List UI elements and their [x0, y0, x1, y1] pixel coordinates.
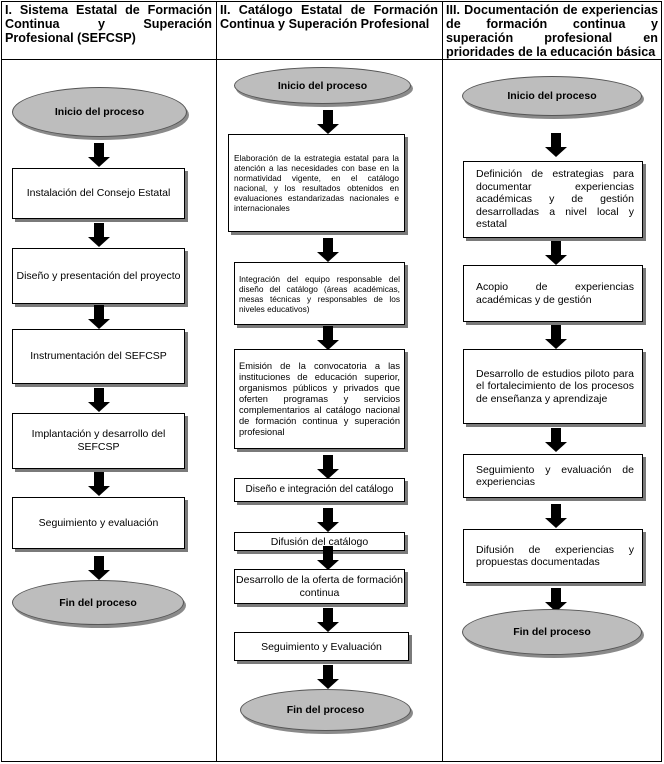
down-arrow-icon	[545, 588, 567, 612]
down-arrow-icon	[317, 326, 339, 350]
down-arrow-icon	[88, 223, 110, 247]
flow-step: Difusión del catálogo	[234, 532, 405, 551]
down-arrow-icon	[317, 508, 339, 532]
flow-step: Seguimiento y evaluación de experiencias	[463, 454, 643, 498]
down-arrow-icon	[317, 110, 339, 134]
column-divider	[216, 1, 217, 762]
flow-step: Difusión de experiencias y propuestas do…	[463, 529, 643, 583]
down-arrow-icon	[545, 428, 567, 452]
flow-step: Integración del equipo responsable del d…	[234, 262, 405, 325]
down-arrow-icon	[545, 133, 567, 157]
down-arrow-icon	[317, 238, 339, 262]
down-arrow-icon	[88, 472, 110, 496]
flow-step: Instrumentación del SEFCSP	[12, 329, 185, 384]
flow-step: Definición de estrategias para documenta…	[463, 161, 643, 238]
flow-step: Acopio de experiencias académicas y de g…	[463, 265, 643, 322]
column-1-header: I. Sistema Estatal de Formación Continua…	[5, 3, 212, 45]
flow-step: Desarrollo de estudios piloto para el fo…	[463, 349, 643, 424]
flow-step: Diseño y presentación del proyecto	[12, 248, 185, 304]
down-arrow-icon	[317, 665, 339, 689]
start-oval: Inicio del proceso	[462, 76, 642, 116]
down-arrow-icon	[88, 143, 110, 167]
column-3-header: III. Documentación de experiencias de fo…	[446, 3, 658, 59]
end-oval: Fin del proceso	[240, 689, 411, 731]
down-arrow-icon	[317, 546, 339, 570]
down-arrow-icon	[545, 241, 567, 265]
flow-step: Diseño e integración del catálogo	[234, 478, 405, 502]
flow-step: Seguimiento y evaluación	[12, 497, 185, 549]
column-2-header: II. Catálogo Estatal de Formación Contin…	[220, 3, 438, 31]
flow-step: Desarrollo de la oferta de formación con…	[234, 569, 405, 604]
end-oval: Fin del proceso	[462, 609, 642, 655]
flow-step: Instalación del Consejo Estatal	[12, 168, 185, 219]
flow-step: Seguimiento y Evaluación	[234, 632, 409, 661]
flow-step: Implantación y desarrollo del SEFCSP	[12, 413, 185, 469]
down-arrow-icon	[317, 608, 339, 632]
down-arrow-icon	[88, 305, 110, 329]
down-arrow-icon	[88, 388, 110, 412]
down-arrow-icon	[317, 455, 339, 479]
end-oval: Fin del proceso	[12, 580, 184, 625]
header-divider	[1, 59, 662, 60]
down-arrow-icon	[545, 325, 567, 349]
start-oval: Inicio del proceso	[234, 67, 411, 104]
down-arrow-icon	[545, 504, 567, 528]
flow-step: Emisión de la convocatoria a las institu…	[234, 349, 405, 449]
down-arrow-icon	[88, 556, 110, 580]
flow-step: Elaboración de la estrategia estatal par…	[228, 134, 405, 232]
start-oval: Inicio del proceso	[12, 87, 187, 137]
column-divider	[442, 1, 443, 762]
